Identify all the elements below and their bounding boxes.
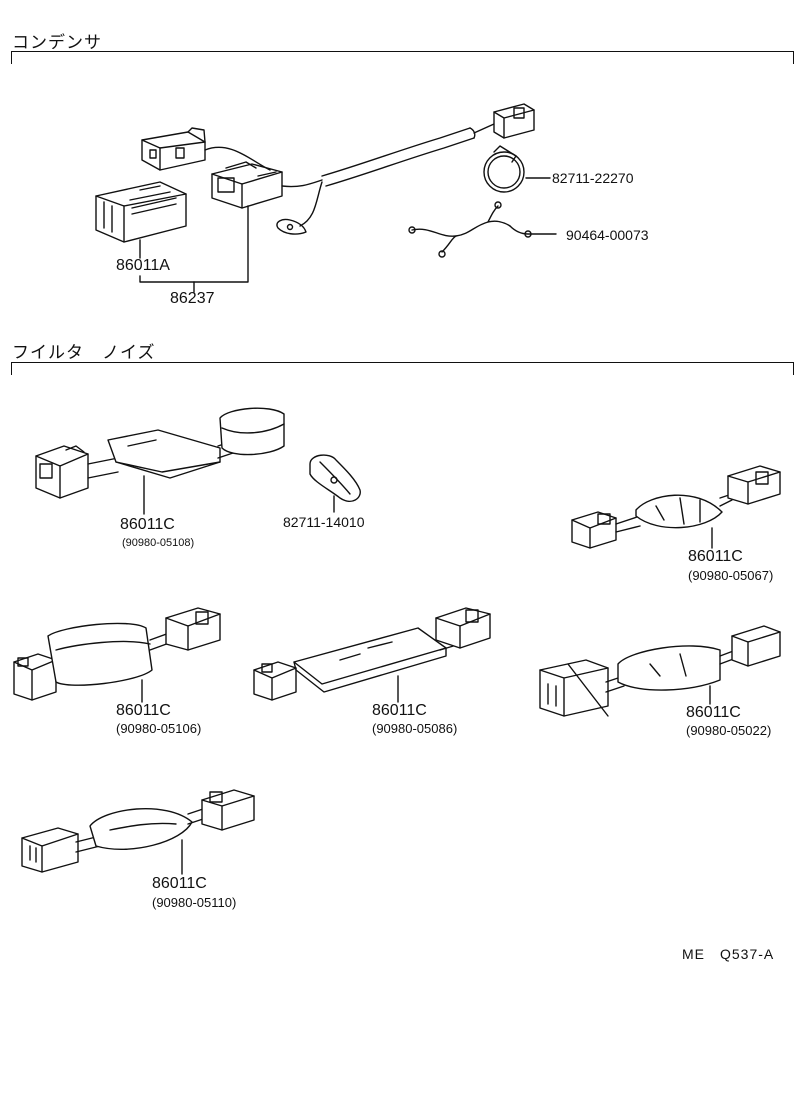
part-sublabel-05108: (90980-05108) bbox=[122, 537, 195, 549]
part-sublabel-05086: (90980-05086) bbox=[372, 721, 458, 736]
filter-05067 bbox=[571, 465, 781, 549]
part-label-86011c-05108: 86011C bbox=[120, 516, 175, 533]
part-label-90464-00073: 90464-00073 bbox=[566, 227, 649, 243]
part-sublabel-05106: (90980-05106) bbox=[116, 721, 202, 736]
filter-05110 bbox=[21, 789, 255, 875]
part-label-86011c-05106: 86011C bbox=[116, 702, 171, 719]
filter-05086 bbox=[253, 607, 491, 703]
document-code: ME Q537-A bbox=[682, 946, 775, 962]
part-label-82711-22270: 82711-22270 bbox=[552, 170, 634, 186]
filter-05108 bbox=[35, 407, 285, 515]
connector-86011a bbox=[95, 181, 187, 243]
part-label-86011c-05022: 86011C bbox=[686, 704, 741, 721]
section-bracket-noise-filter bbox=[11, 362, 794, 375]
part-label-82711-14010: 82711-14010 bbox=[283, 514, 365, 530]
part-sublabel-05022: (90980-05022) bbox=[686, 723, 772, 738]
part-label-86011c-05086: 86011C bbox=[372, 702, 427, 719]
connector-small-top bbox=[141, 127, 206, 171]
section-title-condenser: コンデンサ bbox=[12, 33, 102, 52]
part-sublabel-05067: (90980-05067) bbox=[688, 568, 774, 583]
part-sublabel-05110: (90980-05110) bbox=[152, 895, 237, 910]
part-label-86237: 86237 bbox=[170, 290, 215, 307]
section-title-noise-filter: フイルタ ノイズ bbox=[12, 343, 156, 362]
filter-05106 bbox=[13, 607, 221, 703]
part-label-86011c-05110: 86011C bbox=[152, 875, 207, 892]
filter-05022 bbox=[539, 625, 781, 717]
section-bracket-condenser bbox=[11, 51, 794, 64]
connector-86237 bbox=[211, 161, 283, 209]
clip-82711-14010 bbox=[309, 454, 361, 513]
part-label-86011c-05067: 86011C bbox=[688, 548, 743, 565]
part-label-86011a: 86011A bbox=[116, 257, 170, 274]
